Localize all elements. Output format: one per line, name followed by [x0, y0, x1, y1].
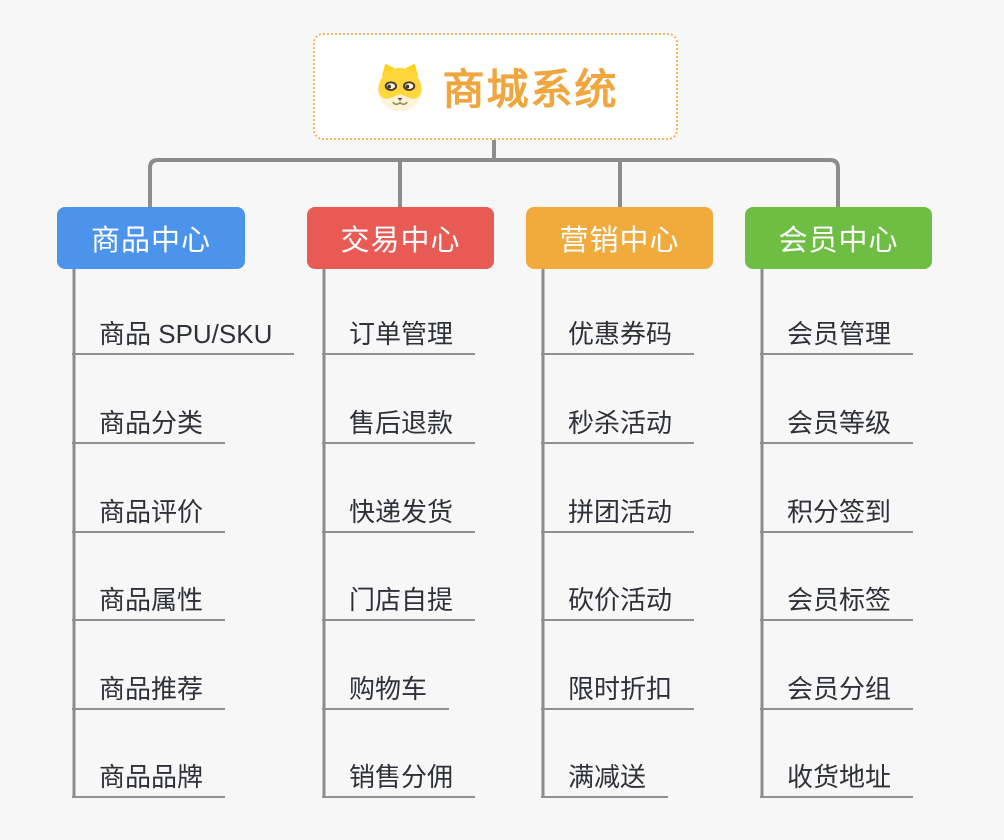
branch-node-member-center[interactable]: 会员中心: [745, 207, 932, 269]
leaf-topic[interactable]: 商品推荐: [72, 670, 226, 710]
leaf-topic[interactable]: 收货地址: [760, 758, 914, 798]
root-topic-label: 商城系统: [442, 66, 619, 113]
leaf-topic[interactable]: 会员标签: [760, 581, 914, 621]
branch-node-trade-center[interactable]: 交易中心: [307, 207, 494, 269]
leaf-topic[interactable]: 商品 SPU/SKU: [72, 315, 295, 355]
leaf-topic[interactable]: 满减送: [541, 758, 669, 798]
leaf-topic[interactable]: 会员等级: [760, 404, 914, 444]
leaf-topic[interactable]: 商品品牌: [72, 758, 226, 798]
leaf-topic[interactable]: 秒杀活动: [541, 404, 695, 444]
leaf-topic[interactable]: 会员分组: [760, 670, 914, 710]
leaf-topic[interactable]: 砍价活动: [541, 581, 695, 621]
leaf-topic[interactable]: 积分签到: [760, 493, 914, 533]
leaf-topic[interactable]: 商品分类: [72, 404, 226, 444]
leaf-topic[interactable]: 商品评价: [72, 493, 226, 533]
leaf-topic[interactable]: 会员管理: [760, 315, 914, 355]
shiba-dog-icon: [378, 63, 423, 111]
leaf-topic[interactable]: 限时折扣: [541, 670, 695, 710]
leaf-topic[interactable]: 快递发货: [322, 493, 476, 533]
leaf-topic[interactable]: 购物车: [322, 670, 450, 710]
leaf-topic[interactable]: 售后退款: [322, 404, 476, 444]
leaf-topic[interactable]: 商品属性: [72, 581, 226, 621]
leaf-topic[interactable]: 销售分佣: [322, 758, 476, 798]
leaf-topic[interactable]: 拼团活动: [541, 493, 695, 533]
root-topic[interactable]: 商城系统: [313, 33, 678, 140]
leaf-topic[interactable]: 订单管理: [322, 315, 476, 355]
branch-node-marketing-center[interactable]: 营销中心: [526, 207, 713, 269]
branch-node-product-center[interactable]: 商品中心: [57, 207, 245, 269]
leaf-topic[interactable]: 门店自提: [322, 581, 476, 621]
leaf-topic[interactable]: 优惠券码: [541, 315, 695, 355]
